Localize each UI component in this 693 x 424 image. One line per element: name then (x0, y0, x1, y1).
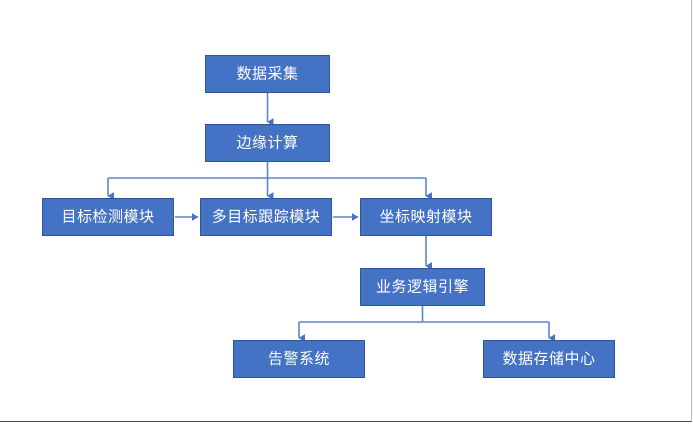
node-label: 坐标映射模块 (379, 207, 473, 225)
node-alarm-system[interactable]: 告警系统 (233, 340, 365, 378)
node-business-logic-engine[interactable]: 业务逻辑引擎 (360, 268, 485, 306)
node-label: 告警系统 (267, 349, 330, 367)
node-label: 数据采集 (236, 64, 299, 82)
node-label: 数据存储中心 (502, 349, 596, 367)
node-label: 业务逻辑引擎 (375, 277, 469, 295)
node-coordinate-mapping[interactable]: 坐标映射模块 (360, 198, 492, 236)
node-data-collection[interactable]: 数据采集 (205, 55, 330, 93)
node-edge-computing[interactable]: 边缘计算 (205, 124, 330, 162)
node-multi-object-tracking[interactable]: 多目标跟踪模块 (200, 198, 332, 236)
node-label: 多目标跟踪模块 (211, 207, 321, 225)
node-data-storage-center[interactable]: 数据存储中心 (483, 340, 615, 378)
node-label: 边缘计算 (236, 133, 299, 151)
node-label: 目标检测模块 (61, 207, 155, 225)
node-object-detection[interactable]: 目标检测模块 (42, 198, 174, 236)
